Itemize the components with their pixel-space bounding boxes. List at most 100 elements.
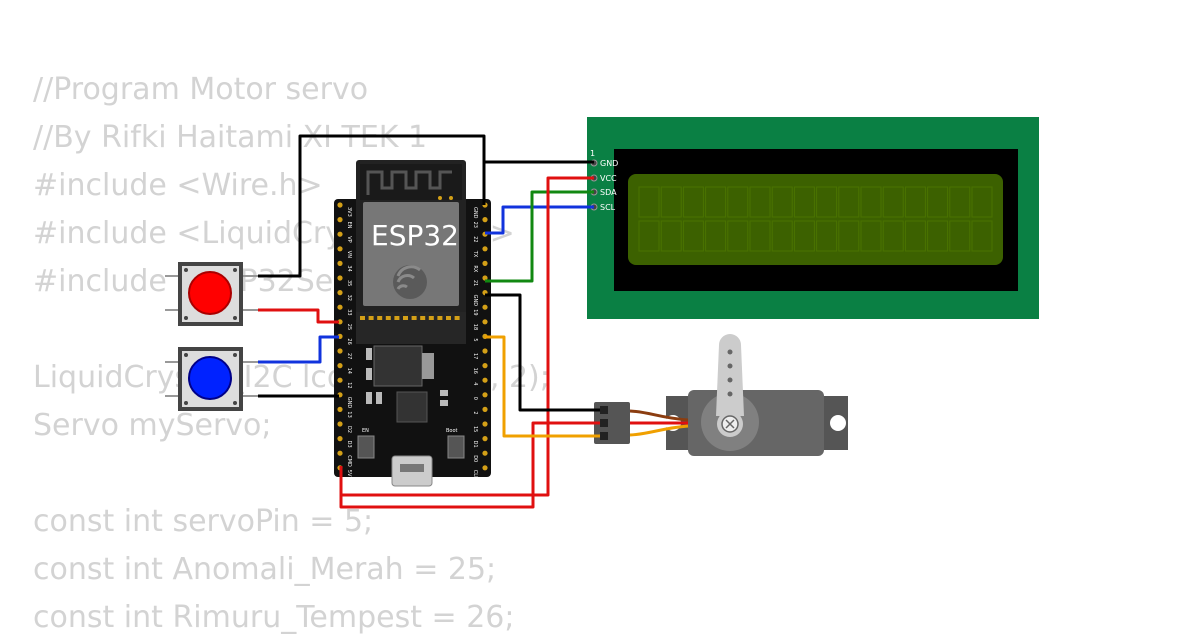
button-corner [184,316,188,320]
esp32-pin-label: 15 [472,426,478,432]
esp32-pin-right[interactable]: D0 [472,450,488,463]
lcd-char-cell [638,220,660,252]
esp32-pin-right[interactable]: 17 [472,348,488,359]
esp32-pin-right[interactable]: 23 [472,217,488,228]
esp32-pin-label: 14 [346,368,352,374]
esp32-pin-left[interactable]: 3V3 [337,202,352,217]
wire-red-servo-vcc[interactable] [339,421,600,509]
lcd-pin-sda-label: SDA [600,188,617,197]
esp32-pin-pad [482,260,488,266]
smd-component [440,390,448,396]
wire-orange-servo-signal[interactable] [485,335,600,438]
wire-green-sda[interactable] [485,190,594,283]
esp32-pin-right[interactable]: D1 [472,436,488,448]
lcd-char-cell [816,220,838,252]
servo-horn-hole [727,349,733,355]
esp32-pin-right[interactable]: TX [472,246,488,258]
esp32-pin-right[interactable]: RX [472,260,488,273]
wire-black-button-red-to-gnd[interactable] [258,134,486,278]
lcd-char-cell [660,186,682,218]
esp32-pin-left[interactable]: CMD [337,450,352,467]
esp32-pin-label: TX [472,250,478,258]
castellation-pad [403,316,408,320]
esp32-pin-right[interactable]: 19 [472,304,488,316]
esp32-pin-right[interactable]: 0 [472,392,488,400]
servo-cable-orange [629,424,689,437]
lcd-char-cell [705,220,727,252]
esp32-pin-label: 12 [346,382,352,388]
esp32-pin-left[interactable]: 27 [337,348,352,359]
wire-blue-button-to-gpio26[interactable] [258,335,339,364]
esp32-pin-left[interactable]: D2 [337,421,352,433]
esp32-pin-right[interactable]: 15 [472,421,488,432]
servo-horn-hole [727,363,733,369]
lcd-char-cell [816,186,838,218]
esp32-pin-left[interactable]: 14 [337,363,352,374]
wire-black-servo-gnd[interactable] [485,293,600,412]
button-en[interactable] [357,435,375,459]
esp32-pin-pad [337,363,343,369]
servo-horn [716,334,744,416]
button-boot[interactable] [447,435,465,459]
button-corner [184,268,188,272]
esp32-pin-right[interactable]: 18 [472,319,488,330]
voltage-regulator [373,345,423,387]
lcd-char-cell [749,186,771,218]
esp32-pin-right[interactable]: 2 [472,406,488,415]
castellation-pad [368,316,374,320]
pushbutton-blue[interactable] [165,347,258,411]
esp32-pin-left[interactable]: 35 [337,275,352,286]
lcd-char-cell [727,186,749,218]
lcd-char-cell [860,220,882,252]
lcd-pin-gnd-label: GND [600,159,618,168]
esp32-pin-label: 17 [472,353,478,359]
code-line: const int servoPin = 5; [33,504,374,539]
esp32-pin-left[interactable]: 12 [337,377,352,389]
castellation-pad [454,316,460,320]
lcd-char-cell [749,220,771,252]
servo-motor[interactable] [594,334,848,456]
lcd-module[interactable]: 1 GND VCC SDA SCL [587,117,1039,319]
esp32-pin-pad [482,363,488,369]
esp32-pin-label: 5V [346,470,352,477]
button-corner [233,401,237,405]
esp32-pin-left[interactable]: VN [337,246,352,258]
esp32-pin-right[interactable]: 16 [472,363,488,374]
esp32-led-dot [449,196,453,200]
lcd-char-cell [771,186,793,218]
esp32-pin-label: 34 [346,265,352,271]
esp32-pin-right[interactable]: 4 [472,377,488,386]
wire-black-lcd-gnd[interactable] [482,160,594,205]
lcd-char-cell [638,186,660,218]
button-corner [233,268,237,272]
esp32-pin-left[interactable]: D3 [337,436,352,448]
esp32-pin-pad [337,202,343,208]
esp32-pin-label: D3 [346,441,352,448]
servo-connector-pin [600,406,608,414]
esp32-pin-left[interactable]: VP [337,231,352,243]
esp32-pin-right[interactable]: 21 [472,275,488,286]
esp32-pin-pad [482,392,488,398]
esp32-pin-left[interactable]: EN [337,217,352,229]
wire-blue-scl[interactable] [485,205,594,235]
esp32-pin-left[interactable]: 33 [337,304,352,316]
esp32-pin-left[interactable]: 13 [337,406,352,418]
pushbutton-red[interactable] [165,262,258,326]
esp32-pin-right[interactable]: CLK [472,465,488,480]
lcd-char-cell [927,220,949,252]
esp32-pin-label: 21 [472,280,478,286]
smd-component [366,348,372,360]
esp32-pin-left[interactable]: 34 [337,260,352,272]
servo-connector-pin [600,432,608,440]
code-line: const int Rimuru_Tempest = 26; [33,600,515,635]
esp32-led-dot [438,196,442,200]
button-en-label: EN [362,428,369,434]
esp32-pin-label: 2 [472,411,478,414]
lcd-char-cell [949,220,971,252]
esp32-devkit[interactable]: ESP32 EN Boot 3V3ENVPVN34353233252627141… [334,160,491,487]
wire-red-button-to-gpio25[interactable] [258,308,339,324]
esp32-pin-left[interactable]: 32 [337,290,352,301]
button-corner [233,353,237,357]
lcd-pin-vcc-label: VCC [600,174,617,183]
